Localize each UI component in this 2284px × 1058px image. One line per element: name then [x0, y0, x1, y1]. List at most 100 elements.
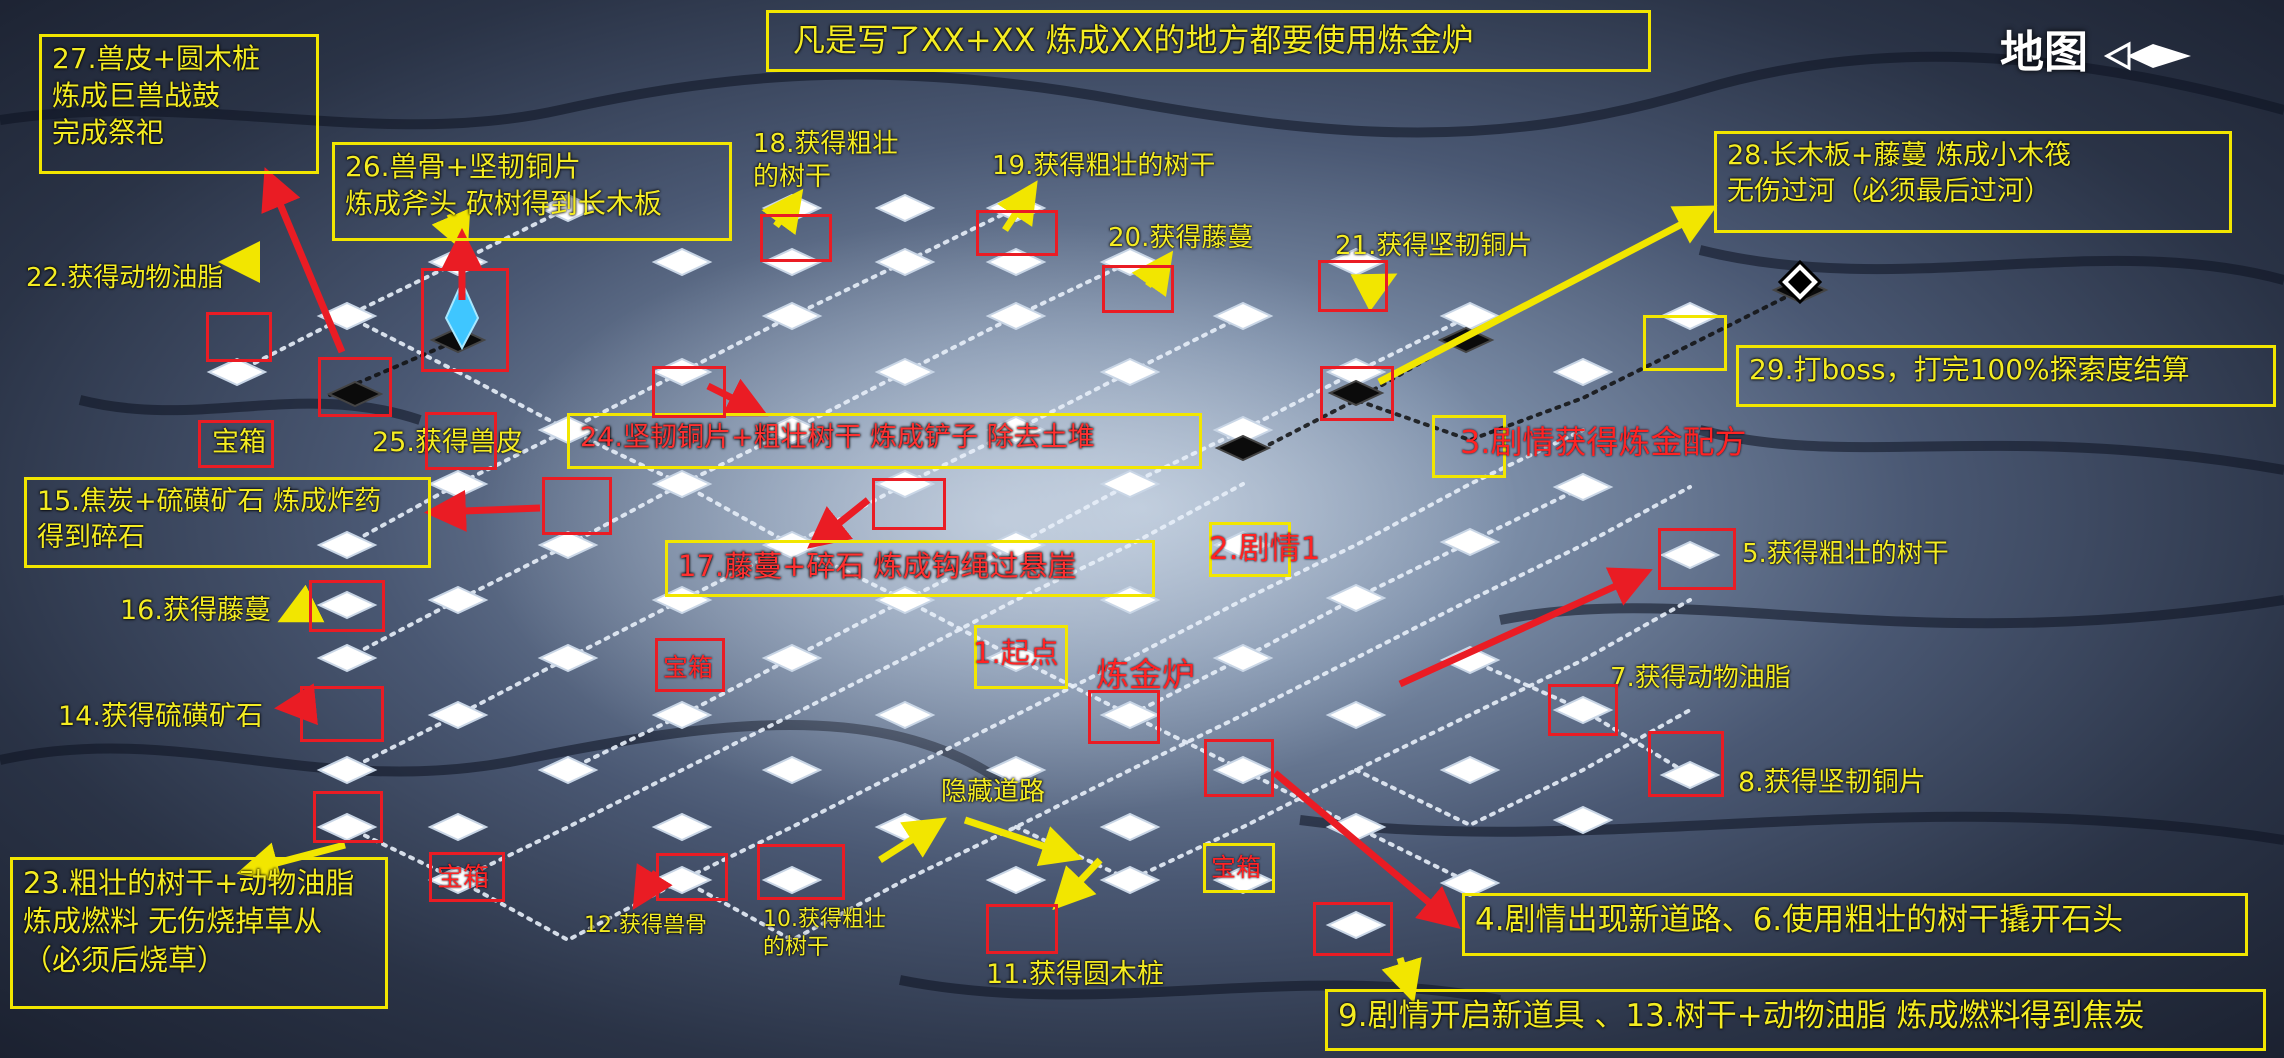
node-highlight-19[interactable] — [976, 210, 1058, 256]
map-node-58 — [537, 193, 599, 223]
yellow-guide-arrow-4 — [1381, 956, 1422, 1004]
map-path-9 — [1128, 713, 1472, 885]
node-highlight-25[interactable] — [425, 412, 497, 470]
red-guide-arrow-8 — [632, 863, 673, 910]
note-11: 11.获得圆木桩 — [986, 959, 1164, 990]
story-3-box[interactable] — [1432, 415, 1506, 478]
node-highlight-29[interactable] — [1643, 315, 1727, 371]
node-highlight-18[interactable] — [760, 214, 832, 262]
terrain-line-2 — [1499, 595, 2284, 629]
yellow-guide-arrow-6 — [761, 188, 804, 235]
map-node-22 — [1099, 469, 1161, 499]
node-highlight-15[interactable] — [542, 477, 612, 535]
note-15: 15.焦炭+硫磺矿石 炼成炸药 得到碎石 — [24, 477, 431, 568]
treasure-chest-c[interactable] — [429, 852, 505, 902]
note-10: 10.获得粗壮的树干 — [763, 907, 886, 960]
node-highlight-10[interactable] — [757, 844, 845, 900]
map-node-68 — [761, 247, 823, 277]
map-node-7 — [1325, 700, 1387, 730]
node-highlight-21[interactable] — [1318, 260, 1388, 312]
treasure-chest-a[interactable] — [198, 420, 274, 468]
node-highlight-27[interactable] — [318, 357, 392, 417]
map-node-48 — [1212, 301, 1274, 331]
node-highlight-11[interactable] — [986, 904, 1058, 954]
dark-node-2 — [1214, 434, 1272, 462]
map-node-27 — [537, 755, 599, 785]
start-point-box[interactable] — [974, 625, 1068, 689]
story-1-box[interactable] — [1209, 522, 1291, 577]
map-node-71 — [1099, 865, 1161, 895]
red-guide-arrow-4 — [807, 497, 871, 549]
map-node-54 — [316, 530, 378, 560]
map-node-44 — [985, 301, 1047, 331]
map-node-24 — [874, 585, 936, 615]
dark-node-0 — [326, 380, 384, 408]
map-node-37 — [761, 415, 823, 445]
start-point-label: 1.起点 — [973, 636, 1059, 670]
map-node-23 — [985, 530, 1047, 560]
node-highlight-22[interactable] — [206, 312, 272, 362]
map-node-29 — [985, 415, 1047, 445]
node-highlight-7[interactable] — [1548, 684, 1618, 736]
map-path-15 — [456, 370, 570, 432]
node-highlight-12[interactable] — [656, 853, 728, 901]
map-node-26 — [651, 700, 713, 730]
note-5: 5.获得粗壮的树干 — [1742, 539, 1949, 569]
node-highlight-24[interactable] — [652, 366, 726, 418]
treasure-chest-b[interactable] — [655, 638, 725, 692]
player-marker-icon — [444, 279, 480, 351]
story-3-label: 3.剧情获得炼金配方 — [1460, 423, 1747, 461]
treasure-label-a: 宝箱 — [212, 427, 266, 458]
note-14: 14.获得硫磺矿石 — [58, 701, 263, 732]
node-highlight-28[interactable] — [1320, 366, 1394, 421]
node-highlight-20[interactable] — [1102, 265, 1174, 313]
node-highlight-furnace[interactable] — [1088, 690, 1160, 744]
node-highlight-5[interactable] — [1658, 528, 1736, 590]
map-path-11 — [903, 598, 1018, 660]
map-path-2 — [345, 260, 1132, 660]
note-16: 16.获得藤蔓 — [120, 595, 271, 626]
note-24: 24.坚韧铜片+粗壮树干 炼成铲子 除去土堆 — [567, 413, 1202, 469]
node-highlight-4[interactable] — [1204, 739, 1274, 797]
map-node-41 — [316, 643, 378, 673]
map-node-13 — [1659, 760, 1721, 790]
red-guide-arrow-7 — [274, 683, 318, 726]
red-guide-arrow-0 — [261, 167, 346, 354]
note-17: 17.藤蔓+碎石 炼成钩绳过悬崖 — [665, 540, 1155, 597]
note-22: 22.获得动物油脂 — [26, 263, 224, 293]
treasure-label-c: 宝箱 — [437, 863, 490, 893]
map-title: 地图 — [2000, 16, 2195, 80]
map-node-17 — [1099, 585, 1161, 615]
node-highlight-23[interactable] — [313, 791, 383, 843]
map-node-47 — [1325, 357, 1387, 387]
node-highlight-14[interactable] — [300, 686, 384, 742]
map-path-12 — [790, 543, 907, 602]
yellow-guide-arrow-9 — [1350, 273, 1398, 312]
note-12: 12.获得兽骨 — [584, 913, 707, 938]
node-highlight-26[interactable] — [421, 268, 509, 372]
terrain-line-0 — [0, 51, 2284, 138]
treasure-chest-d[interactable] — [1203, 843, 1275, 893]
map-node-4 — [1552, 472, 1614, 502]
map-node-72 — [874, 812, 936, 842]
map-toggle-icon[interactable] — [2103, 38, 2195, 74]
map-node-78 — [1099, 812, 1161, 842]
map-node-30 — [874, 469, 936, 499]
node-highlight-8[interactable] — [1648, 731, 1724, 797]
red-guide-arrow-5 — [1398, 567, 1653, 688]
node-highlight-16[interactable] — [309, 580, 385, 632]
map-node-56 — [761, 301, 823, 331]
map-node-3 — [1439, 527, 1501, 557]
map-node-1 — [1212, 643, 1274, 673]
hidden-road-label: 隐藏道路 — [941, 777, 1046, 807]
map-node-36 — [874, 357, 936, 387]
guide-arrows — [218, 167, 1718, 1004]
map-node-61 — [206, 357, 268, 387]
note-20: 20.获得藤蔓 — [1108, 223, 1254, 253]
node-highlight-9[interactable] — [1313, 902, 1393, 956]
map-path-8 — [1014, 598, 1692, 883]
map-node-38 — [651, 469, 713, 499]
map-title-text: 地图 — [2000, 27, 2088, 78]
node-highlight-17[interactable] — [872, 478, 946, 530]
